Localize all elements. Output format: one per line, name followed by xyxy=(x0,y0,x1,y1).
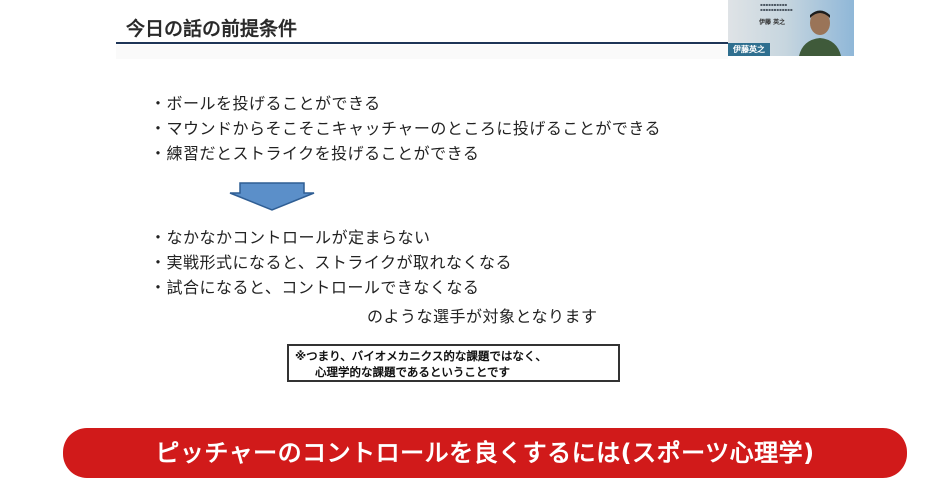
title-rule xyxy=(116,42,728,44)
target-statement: のような選手が対象となります xyxy=(367,307,598,326)
name-plate: 伊藤 英之 xyxy=(759,19,786,26)
bullet-list-symptoms: ・なかなかコントロールが定まらない ・実戦形式になると、ストライクが取れなくなる… xyxy=(150,225,512,300)
bullet-item: ・ボールを投げることができる xyxy=(150,94,381,113)
bullet-item: ・練習だとストライクを投げることができる xyxy=(150,144,480,163)
note-line: ※つまり、バイオメカニクス的な課題ではなく、 xyxy=(295,349,547,363)
top-band xyxy=(116,45,728,59)
bullet-item: ・なかなかコントロールが定まらない xyxy=(150,228,431,247)
slide-title: 今日の話の前提条件 xyxy=(126,18,298,40)
name-plate-detail: ▪▪▪▪▪▪▪▪▪▪▪▪▪▪▪▪▪▪▪▪▪▪ xyxy=(760,2,793,12)
bullet-item: ・実戦形式になると、ストライクが取れなくなる xyxy=(150,253,513,272)
note-line: 心理学的な課題であるということです xyxy=(315,365,511,379)
caption-text: ピッチャーのコントロールを良くするには(スポーツ心理学) xyxy=(155,439,815,467)
speaker-name-tag: 伊藤英之 xyxy=(728,43,770,56)
speaker-video: ▪▪▪▪▪▪▪▪▪▪▪▪▪▪▪▪▪▪▪▪▪▪ 伊藤 英之 伊藤英之 xyxy=(728,0,854,56)
speaker-avatar xyxy=(799,10,841,56)
bullet-item: ・マウンドからそこそこキャッチャーのところに投げることができる xyxy=(150,119,662,138)
bullet-list-premises: ・ボールを投げることができる ・マウンドからそこそこキャッチャーのところに投げる… xyxy=(150,91,661,166)
note-box: ※つまり、バイオメカニクス的な課題ではなく、 心理学的な課題であるということです xyxy=(287,344,620,382)
down-arrow-icon xyxy=(229,182,315,211)
bullet-item: ・試合になると、コントロールできなくなる xyxy=(150,278,480,297)
caption-banner: ピッチャーのコントロールを良くするには(スポーツ心理学) xyxy=(63,428,907,478)
